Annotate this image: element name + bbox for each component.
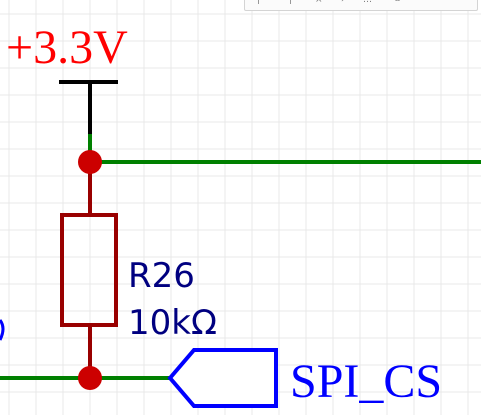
- toolbar-icon-6[interactable]: ⌗: [395, 0, 401, 5]
- toolbar-icon-4[interactable]: ›: [341, 0, 345, 5]
- resistor-value: 10kΩ: [128, 303, 217, 343]
- resistor-designator: R26: [128, 256, 195, 296]
- junction-top[interactable]: [78, 150, 102, 174]
- partial-component-arc: [0, 319, 5, 341]
- junction-bottom[interactable]: [78, 366, 102, 390]
- toolbar-icon-2[interactable]: |: [289, 0, 293, 5]
- toolbar-icon-3[interactable]: ×: [315, 0, 323, 5]
- floating-toolbar[interactable]: | | × › … ⌗: [244, 0, 478, 11]
- power-symbol-label: +3.3V: [6, 21, 128, 74]
- net-port-shape[interactable]: [167, 348, 278, 408]
- toolbar-icon-1[interactable]: |: [257, 0, 261, 5]
- toolbar-icon-5[interactable]: …: [363, 0, 372, 5]
- resistor-body[interactable]: [60, 213, 118, 327]
- net-port-label: SPI_CS: [290, 355, 442, 408]
